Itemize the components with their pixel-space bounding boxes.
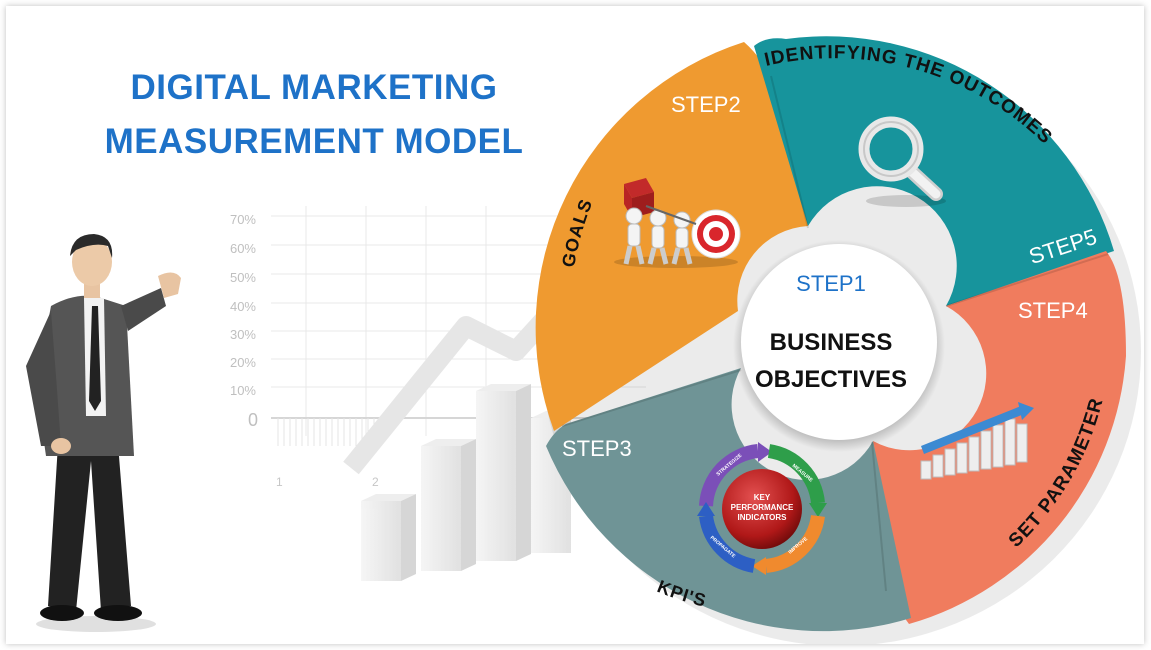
magnifier-icon <box>858 116 946 207</box>
title-line-1: DIGITAL MARKETING <box>130 68 498 107</box>
y-tick-30: 30% <box>230 327 256 342</box>
y-tick-20: 20% <box>230 355 256 370</box>
parameters-step-label: STEP4 <box>1018 298 1088 323</box>
center-circle <box>741 244 937 440</box>
center-title-line-1: BUSINESS <box>770 329 893 356</box>
outcomes-segment <box>754 36 1114 306</box>
y-tick-60: 60% <box>230 241 256 256</box>
goals-step-label: STEP2 <box>671 92 741 117</box>
title-line-2: MEASUREMENT MODEL <box>104 122 524 161</box>
goals-segment <box>535 42 808 431</box>
y-tick-10: 10% <box>230 383 256 398</box>
y-tick-70: 70% <box>230 212 256 227</box>
center-step-label: STEP1 <box>796 271 866 296</box>
growth-bars-icon <box>920 402 1034 480</box>
kpi-cycle-line-1: KEY <box>754 493 771 502</box>
center-title-line-2: OBJECTIVES <box>755 366 907 393</box>
target-team-icon <box>614 178 741 268</box>
page-title: DIGITAL MARKETING MEASUREMENT MODEL <box>74 61 554 169</box>
diagram-frame: DIGITAL MARKETING MEASUREMENT MODEL <box>6 6 1144 644</box>
y-tick-50: 50% <box>230 270 256 285</box>
kpis-step-label: STEP3 <box>562 436 632 461</box>
x-tick-2: 2 <box>372 475 379 489</box>
businessman-illustration <box>26 234 181 632</box>
y-tick-0: 0 <box>248 410 258 430</box>
kpi-cycle-line-3: INDICATORS <box>737 513 787 522</box>
kpi-cycle-line-2: PERFORMANCE <box>731 503 794 512</box>
x-tick-1: 1 <box>276 475 283 489</box>
diagram-svg: 70% 60% 50% 40% 30% 20% 10% 0 1 2 <box>6 6 1141 644</box>
y-tick-40: 40% <box>230 299 256 314</box>
